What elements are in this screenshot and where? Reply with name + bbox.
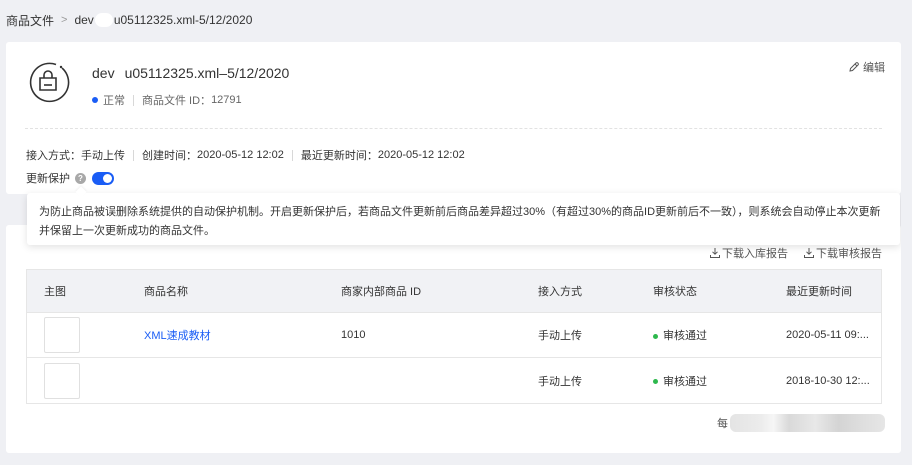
audit-status: 审核通过 <box>653 373 786 389</box>
file-id-label: 商品文件 ID： <box>142 95 212 107</box>
download-audit-report-link[interactable]: 下载审核报告 <box>803 245 882 261</box>
column-header: 审核状态 <box>653 286 697 298</box>
file-info-row: 接入方式： 手动上传 创建时间： 2020-05-12 12:02 最近更新时间… <box>26 147 465 163</box>
update-protection-row: 更新保护 ? <box>26 170 114 186</box>
access-value: 手动上传 <box>81 150 125 162</box>
status-badge: 正常 <box>103 95 125 107</box>
shopping-bag-icon <box>25 59 71 105</box>
tooltip-text: 为防止商品被误删除系统提供的自动保护机制。开启更新保护后，若商品文件更新前后商品… <box>39 206 881 237</box>
edit-button[interactable]: 编辑 <box>848 59 885 75</box>
breadcrumb-root[interactable]: 商品文件 <box>6 13 55 28</box>
product-thumbnail[interactable] <box>44 317 80 353</box>
column-header: 最近更新时间 <box>786 286 852 298</box>
products-card: 下载入库报告 下载审核报告 主图 商品名称 商家内部商品 ID 接入方式 审核状… <box>6 225 901 453</box>
divider <box>25 128 882 129</box>
access-label: 接入方式： <box>26 150 81 162</box>
updated-time: 2020-05-11 09:... <box>786 329 869 341</box>
status-dot-icon <box>653 333 658 339</box>
status-dot-icon <box>653 379 658 385</box>
column-header: 接入方式 <box>538 286 582 298</box>
breadcrumb: 商品文件 > dev u05112325.xml-5/12/2020 <box>6 11 252 29</box>
audit-status: 审核通过 <box>653 327 786 343</box>
updated-time: 2018-10-30 12:... <box>786 374 870 387</box>
download-icon <box>804 248 814 258</box>
column-header: 主图 <box>44 286 66 298</box>
table-row: 手动上传 审核通过 2018-10-30 12:... <box>27 358 881 403</box>
update-protection-tooltip: 为防止商品被误删除系统提供的自动保护机制。开启更新保护后，若商品文件更新前后商品… <box>27 193 900 245</box>
pagination-prefix: 每 <box>717 418 728 430</box>
redacted-text <box>94 13 113 27</box>
access-method: 手动上传 <box>538 330 582 342</box>
pencil-icon <box>849 62 859 72</box>
created-value: 2020-05-12 12:02 <box>197 149 284 161</box>
divider <box>133 94 134 106</box>
table-header: 主图 商品名称 商家内部商品 ID 接入方式 审核状态 最近更新时间 <box>27 270 881 313</box>
audit-status-label: 审核通过 <box>663 375 707 388</box>
file-title-suffix: u05112325.xml–5/12/2020 <box>124 65 290 81</box>
internal-id: 1010 <box>341 329 366 341</box>
updated-value: 2020-05-12 12:02 <box>377 149 465 161</box>
status-dot-icon <box>92 97 98 103</box>
table-row: XML速成教材 1010 手动上传 审核通过 2020-05-11 09:... <box>27 313 881 358</box>
column-header: 商品名称 <box>144 286 188 298</box>
product-name-link[interactable]: XML速成教材 <box>144 330 211 342</box>
divider <box>133 149 134 161</box>
update-protection-toggle[interactable] <box>92 171 114 185</box>
file-title-prefix: dev <box>92 65 115 81</box>
column-header: 商家内部商品 ID <box>341 286 422 298</box>
download-import-report-link[interactable]: 下载入库报告 <box>709 245 788 261</box>
download-import-report-label: 下载入库报告 <box>722 248 788 260</box>
created-label: 创建时间： <box>142 150 197 162</box>
page-edge <box>901 0 912 465</box>
access-method: 手动上传 <box>538 375 582 388</box>
breadcrumb-current-suffix: u05112325.xml-5/12/2020 <box>113 13 253 27</box>
breadcrumb-current-prefix: dev <box>74 13 94 27</box>
file-id-value: 12791 <box>211 94 242 106</box>
download-icon <box>710 248 720 258</box>
audit-status-label: 审核通过 <box>663 330 707 342</box>
product-thumbnail[interactable] <box>44 362 80 399</box>
download-links: 下载入库报告 下载审核报告 <box>694 245 882 261</box>
edit-label: 编辑 <box>863 62 885 74</box>
updated-label: 最近更新时间： <box>300 150 378 162</box>
pagination: 每 <box>717 414 885 432</box>
products-table: 主图 商品名称 商家内部商品 ID 接入方式 审核状态 最近更新时间 XML速成… <box>26 269 882 404</box>
file-info-card: dev u05112325.xml–5/12/2020 正常 商品文件 ID： … <box>6 42 901 194</box>
toggle-knob <box>103 173 112 183</box>
file-meta: 正常 商品文件 ID： 12791 <box>92 92 242 108</box>
update-protection-label: 更新保护 <box>26 173 70 185</box>
download-audit-report-label: 下载审核报告 <box>816 248 882 260</box>
question-circle-icon[interactable]: ? <box>75 172 86 184</box>
breadcrumb-separator: > <box>61 14 68 26</box>
redacted-pagination-controls[interactable] <box>730 414 885 432</box>
file-title: dev u05112325.xml–5/12/2020 <box>92 65 289 81</box>
divider <box>291 149 293 161</box>
